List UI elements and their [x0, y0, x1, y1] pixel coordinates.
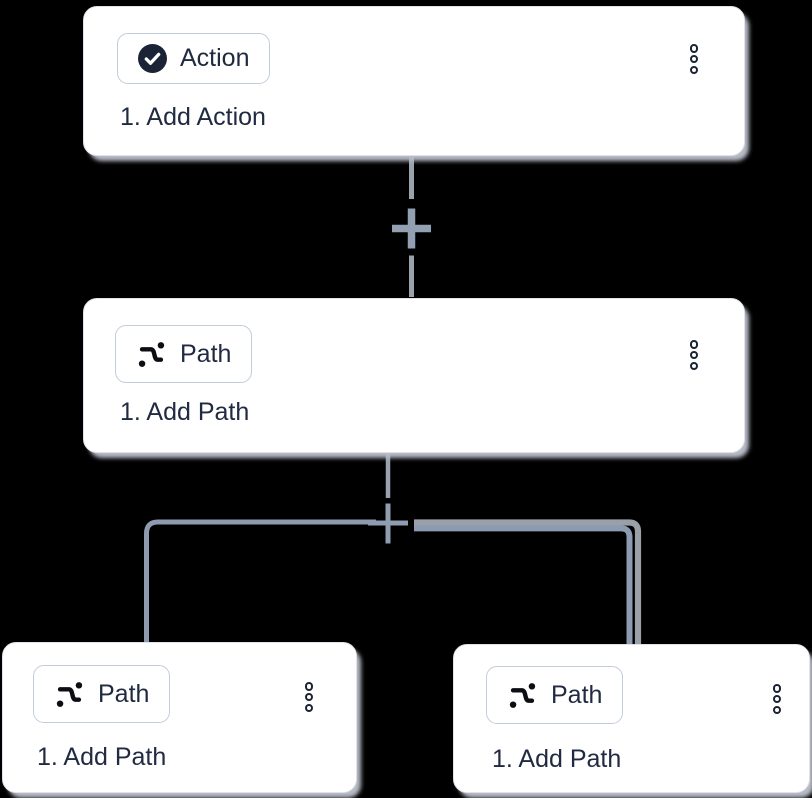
path-split-icon — [507, 680, 538, 711]
badge-label: Path — [180, 339, 232, 368]
path-type-badge[interactable]: Path — [486, 666, 624, 724]
node-menu-button[interactable] — [688, 337, 700, 373]
step-title: 1. Add Path — [492, 745, 622, 773]
path-split-icon — [136, 339, 167, 370]
path-type-badge[interactable]: Path — [115, 325, 253, 383]
action-node-card[interactable]: Action 1. Add Action — [83, 6, 745, 156]
path-node-card[interactable]: Path 1. Add Path — [83, 298, 745, 453]
badge-label: Path — [98, 679, 150, 708]
step-title: 1. Add Path — [120, 398, 250, 426]
branch-connector-left — [144, 519, 376, 642]
path-type-badge[interactable]: Path — [33, 665, 171, 723]
node-menu-button[interactable] — [303, 679, 315, 715]
badge-label: Action — [180, 44, 250, 72]
add-step-button[interactable] — [392, 208, 431, 249]
branch-connector-right-outer — [414, 519, 642, 644]
path-split-icon — [54, 679, 85, 710]
action-type-badge[interactable]: Action — [117, 33, 271, 84]
badge-label: Path — [551, 680, 603, 709]
node-menu-button[interactable] — [771, 681, 783, 717]
path-branch-card-right[interactable]: Path 1. Add Path — [453, 644, 810, 793]
path-branch-card-left[interactable]: Path 1. Add Path — [2, 642, 357, 793]
branch-connector-right-inner — [414, 525, 633, 644]
node-menu-button[interactable] — [688, 41, 700, 77]
check-circle-icon — [138, 44, 167, 73]
step-title: 1. Add Action — [120, 103, 266, 131]
step-title: 1. Add Path — [37, 743, 167, 771]
